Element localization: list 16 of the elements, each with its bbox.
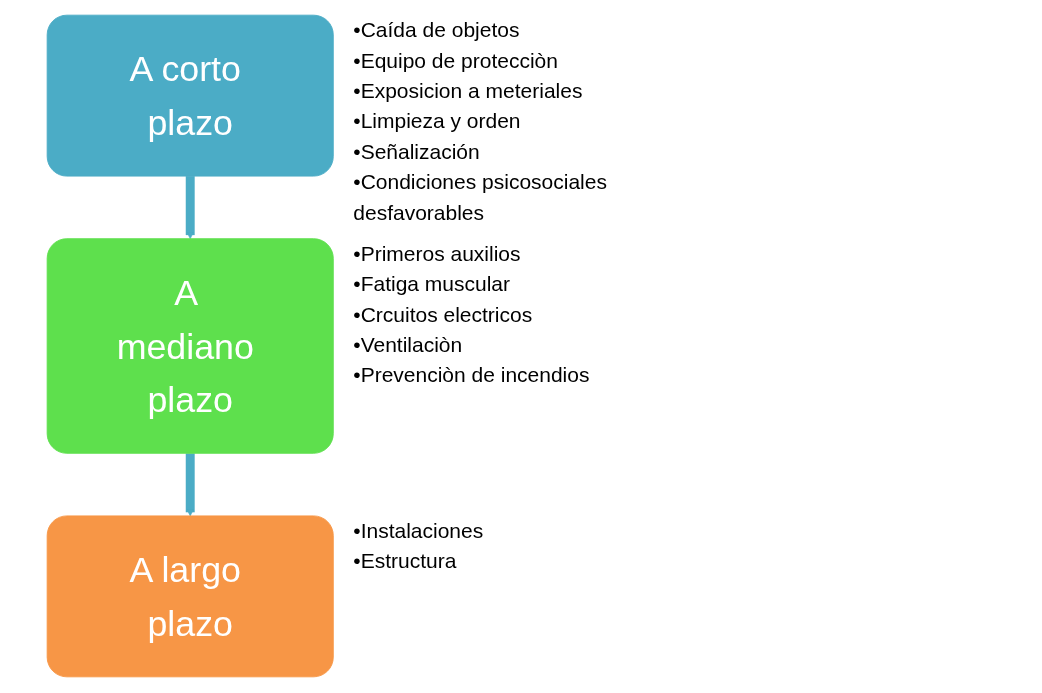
bullet-item: •Ventilaciòn: [353, 332, 464, 358]
bullet-item: •Equipo de protecciòn: [353, 47, 559, 74]
bullet-item: •Limpieza y orden: [353, 108, 522, 135]
bullet-item: •Condiciones psicosociales desfavorables: [353, 169, 608, 226]
bullet-item: •Estructura: [353, 548, 458, 575]
bullet-item: •Señalización: [353, 138, 481, 165]
bullet-item: •Crcuitos electricos: [353, 301, 534, 328]
bullet-item: •Exposicion a meteriales: [353, 78, 584, 105]
node-box: A corto plazo: [46, 14, 334, 177]
node-box: A largo plazo: [46, 515, 334, 678]
bullet-item: •Fatiga muscular: [353, 271, 512, 298]
bullet-item: •Caída de objetos: [353, 17, 521, 44]
bullet-item: •Instalaciones: [353, 517, 484, 544]
bullet-item: •Primeros auxilios: [353, 240, 522, 267]
bullet-item: •Prevenciòn de incendios: [353, 362, 590, 389]
node-box: A mediano plazo: [46, 238, 334, 454]
